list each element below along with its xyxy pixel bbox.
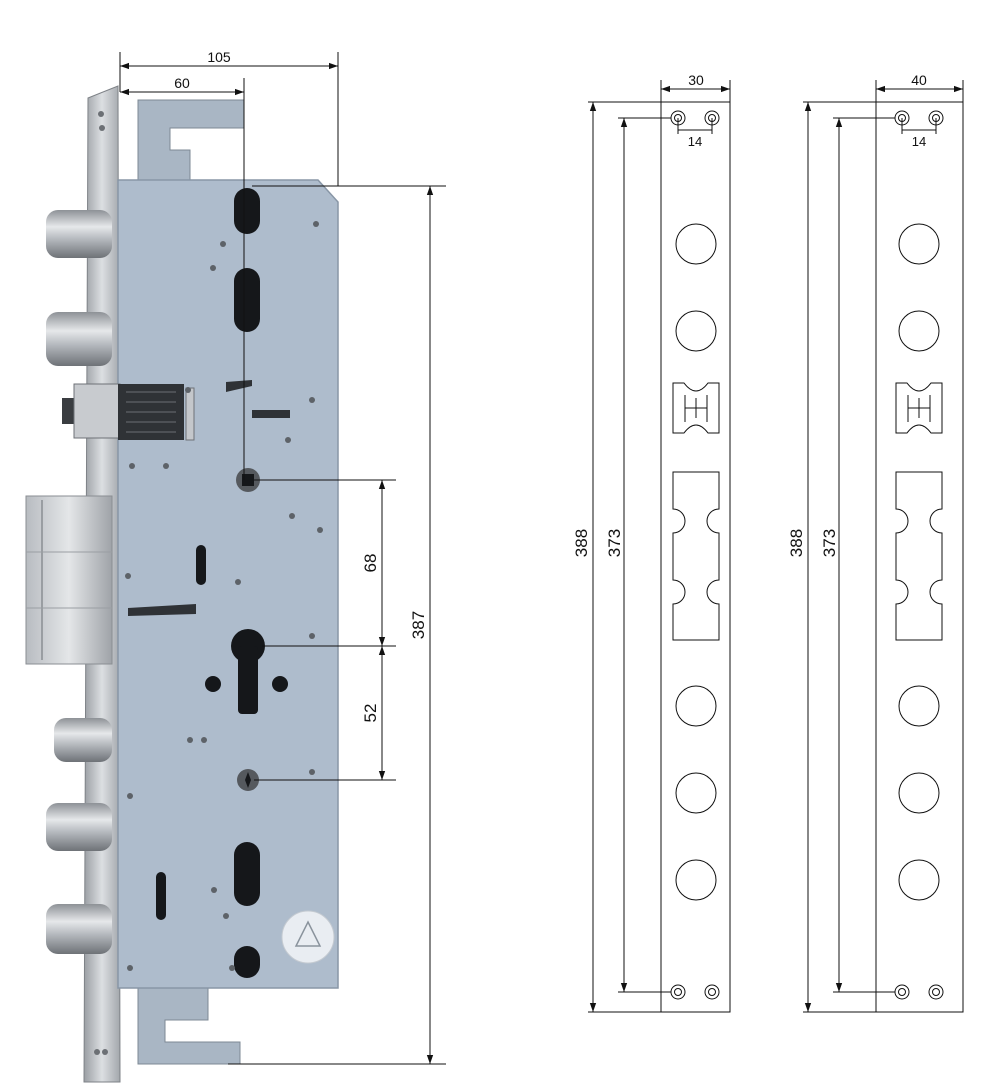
mortise-lock-body: [25, 85, 339, 1083]
deadbolt-pins: [46, 210, 112, 954]
dim-overall-width: 105: [207, 49, 231, 65]
strike-30-screw-span: 373: [605, 529, 624, 557]
main-latch-block: [25, 495, 113, 665]
strike-plate-30-outline: [660, 101, 731, 1013]
strike-plate-40: [803, 80, 964, 1013]
lower-slot: [234, 946, 260, 978]
anti-friction-latch: [62, 383, 195, 441]
lower-mounting-hook: [137, 977, 241, 1065]
strike-40-length: 388: [787, 529, 806, 557]
dim-backset: 60: [174, 75, 190, 91]
case-rivets: [125, 221, 323, 971]
strike-plate-40-outline: [875, 101, 964, 1013]
lower-long-slot: [234, 842, 260, 906]
certification-sticker: [281, 910, 335, 964]
strike-40-hole-spacing: 14: [912, 134, 926, 149]
upper-mounting-hook: [137, 99, 245, 181]
lock-body-dimensions: [119, 52, 446, 1065]
strike-plate-30: [588, 80, 731, 1013]
strike-30-width: 30: [688, 72, 704, 88]
dim-handle-to-cylinder: 68: [361, 554, 380, 573]
lock-case: [117, 179, 339, 989]
euro-cylinder-cutout: [205, 629, 288, 714]
upper-slot: [234, 188, 260, 234]
strike-plate-30-bolt-cutout: [672, 471, 720, 641]
upper-long-slot: [234, 268, 260, 332]
strike-plate-30-latch-hole: [672, 382, 720, 434]
dim-overall-height: 387: [409, 611, 428, 639]
strike-30-length: 388: [572, 529, 591, 557]
strike-plate-40-latch-hole: [895, 382, 943, 434]
strike-30-hole-spacing: 14: [688, 134, 702, 149]
dim-cylinder-to-spindle: 52: [361, 704, 380, 723]
strike-40-width: 40: [911, 72, 927, 88]
strike-plate-40-bolt-cutout: [895, 471, 943, 641]
strike-40-screw-span: 373: [820, 529, 839, 557]
